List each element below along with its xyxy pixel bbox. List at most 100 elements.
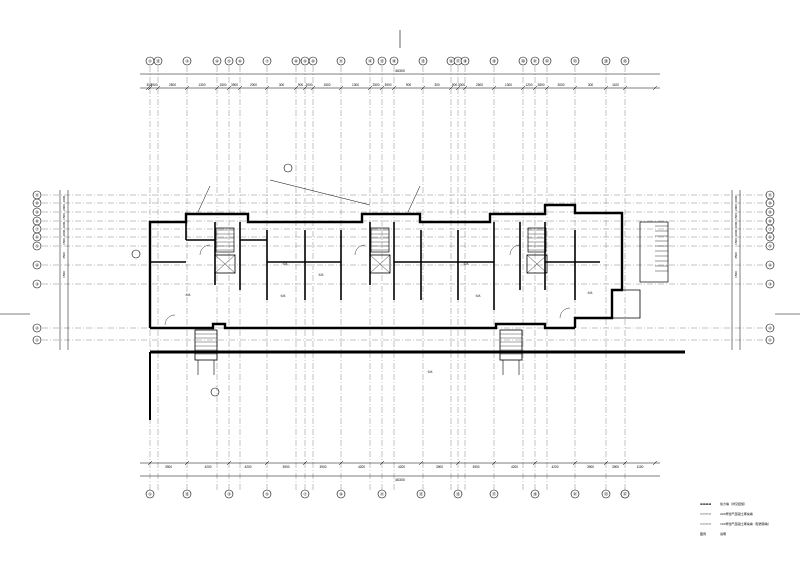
axis-bubble-top — [601, 56, 611, 66]
axis-bubble-left-label: ⑦ — [35, 226, 39, 231]
axis-bubble-right-label: ⑦ — [768, 226, 772, 231]
axis-bubble-top-label: ⑫ — [368, 57, 372, 63]
dim-tick — [367, 85, 373, 91]
axis-bubble-left-label: ⑤ — [35, 243, 39, 248]
axis-bubble-top — [460, 56, 470, 66]
axis-bubble-bottom — [570, 489, 580, 499]
axis-bubble-bottom-label: ③ — [227, 491, 231, 496]
axis-bubble-left — [32, 335, 42, 345]
dim-text: 300 — [434, 83, 440, 87]
dim-text: 1500 — [62, 271, 66, 278]
axis-bubble-top-label: ④ — [215, 58, 219, 63]
axis-bubble-top — [291, 56, 301, 66]
dim-tick — [147, 460, 153, 466]
axis-bubble-bottom-label: ⑮ — [185, 490, 189, 496]
axis-bubble-right-label: ⑩ — [768, 200, 772, 205]
door-swing — [559, 307, 571, 319]
axis-bubble-left-label: ① — [35, 337, 39, 342]
axis-bubble-top-label: ⑩ — [311, 58, 315, 63]
dim-tick — [520, 85, 526, 91]
section-marker — [131, 249, 141, 259]
axis-bubble-bottom — [182, 489, 192, 499]
legend-item: ▭▭▭▭ 200厚加气混凝土砌块墙 — [700, 510, 795, 520]
legend-item: 图例 说明 — [700, 530, 795, 540]
dim-text: 3000 — [458, 83, 465, 87]
axis-bubble-left — [32, 279, 42, 289]
axis-bubble-top-label: ⑦ — [265, 58, 269, 63]
dim-tick — [302, 460, 308, 466]
dim-tick — [302, 85, 308, 91]
axis-bubble-bottom — [489, 489, 499, 499]
axis-bubble-bottom-label: ㉗ — [623, 490, 627, 496]
dim-tick — [418, 460, 424, 466]
dim-tick — [264, 85, 270, 91]
axis-bubble-bottom-label: ⑮ — [456, 490, 460, 496]
elevator-x — [369, 254, 391, 274]
walls — [148, 203, 685, 420]
elevator-x — [214, 254, 236, 274]
dim-tick — [293, 85, 299, 91]
axis-bubble-top — [182, 56, 192, 66]
dim-tick — [491, 460, 497, 466]
dim-text: 3900 — [165, 465, 172, 469]
dim-text: 3900 — [319, 465, 326, 469]
room-tag: 标高 — [475, 294, 481, 298]
dim-tick — [603, 460, 609, 466]
dim-text: 4200 — [204, 465, 211, 469]
axis-bubble-top-label: ㉓ — [573, 57, 577, 63]
axis-bubble-left — [32, 207, 42, 217]
section-marker — [283, 163, 293, 173]
dim-tick — [310, 85, 316, 91]
axis-bubble-top-label: ⑯ — [449, 57, 453, 63]
axis-bubble-top-label: ⑮ — [421, 57, 425, 63]
axis-bubble-top-label: ① — [148, 58, 152, 63]
dim-tick — [226, 85, 232, 91]
room-tag: 标高 — [427, 370, 433, 374]
stair — [527, 227, 547, 253]
dim-tick — [391, 85, 397, 91]
axis-bubble-bottom — [601, 489, 611, 499]
axis-bubble-bottom-label: ⑪ — [380, 490, 384, 496]
door-swing — [509, 244, 521, 256]
axis-bubble-top — [489, 56, 499, 66]
dim-text: 3900 — [612, 465, 619, 469]
room-tag: 标高 — [280, 294, 286, 298]
dim-text: 2000 — [305, 83, 312, 87]
axis-bubble-left — [32, 323, 42, 333]
legend-key: ▬▬▬▬ — [700, 502, 712, 506]
axis-bubble-right — [765, 198, 775, 208]
entrance-stair — [194, 329, 218, 361]
legend-label: 100厚加气混凝土砌块墙（轻质隔墙） — [720, 522, 771, 526]
axis-bubble-bottom-label: ㉑ — [573, 490, 577, 496]
axis-labels: ①⑮③④⑤⑥⑦⑧⑨⑩⑪⑫⑬⑭⑮⑯⑰⑱⑲⑳㉑㉒㉓㉔㉕①⑮③⑤⑦⑨⑪⑬⑮⑰⑲㉑㉓㉕㉗… — [32, 56, 775, 499]
axis-bubble-top-label: ⑭ — [392, 57, 396, 63]
axis-bubble-right-label: ① — [768, 337, 772, 342]
dim-text: 4200 — [551, 465, 558, 469]
dim-tick — [455, 460, 461, 466]
axis-bubble-bottom — [453, 489, 463, 499]
dim-text: 2800 — [537, 83, 544, 87]
leader-line — [269, 179, 371, 206]
dim-tick — [455, 85, 461, 91]
legend-item: ▬▬▬▬ 剪力墙（详见结施） — [700, 500, 795, 510]
leader-line — [197, 185, 211, 213]
axis-bubble-bottom-label: ⑤ — [265, 491, 269, 496]
dim-text: 1500 — [734, 238, 738, 245]
legend-key: ▭▭▭▭ — [700, 512, 712, 516]
dim-tick — [226, 460, 232, 466]
dim-text: 3900 — [150, 83, 157, 87]
axis-bubble-top — [570, 56, 580, 66]
room-tag: 标高 — [318, 273, 324, 277]
dim-tick — [532, 85, 538, 91]
dim-text: 3900 — [587, 465, 594, 469]
axis-bubble-bottom-label: ⑰ — [492, 490, 496, 496]
axis-bubble-top — [542, 56, 552, 66]
dim-text: 4500 — [734, 252, 738, 259]
axis-bubble-top — [235, 56, 245, 66]
dim-tick — [237, 85, 243, 91]
dim-text: 1000 — [734, 221, 738, 228]
dim-text: 3900 — [282, 465, 289, 469]
elevator-shaft — [369, 254, 391, 274]
dim-tick — [214, 85, 220, 91]
